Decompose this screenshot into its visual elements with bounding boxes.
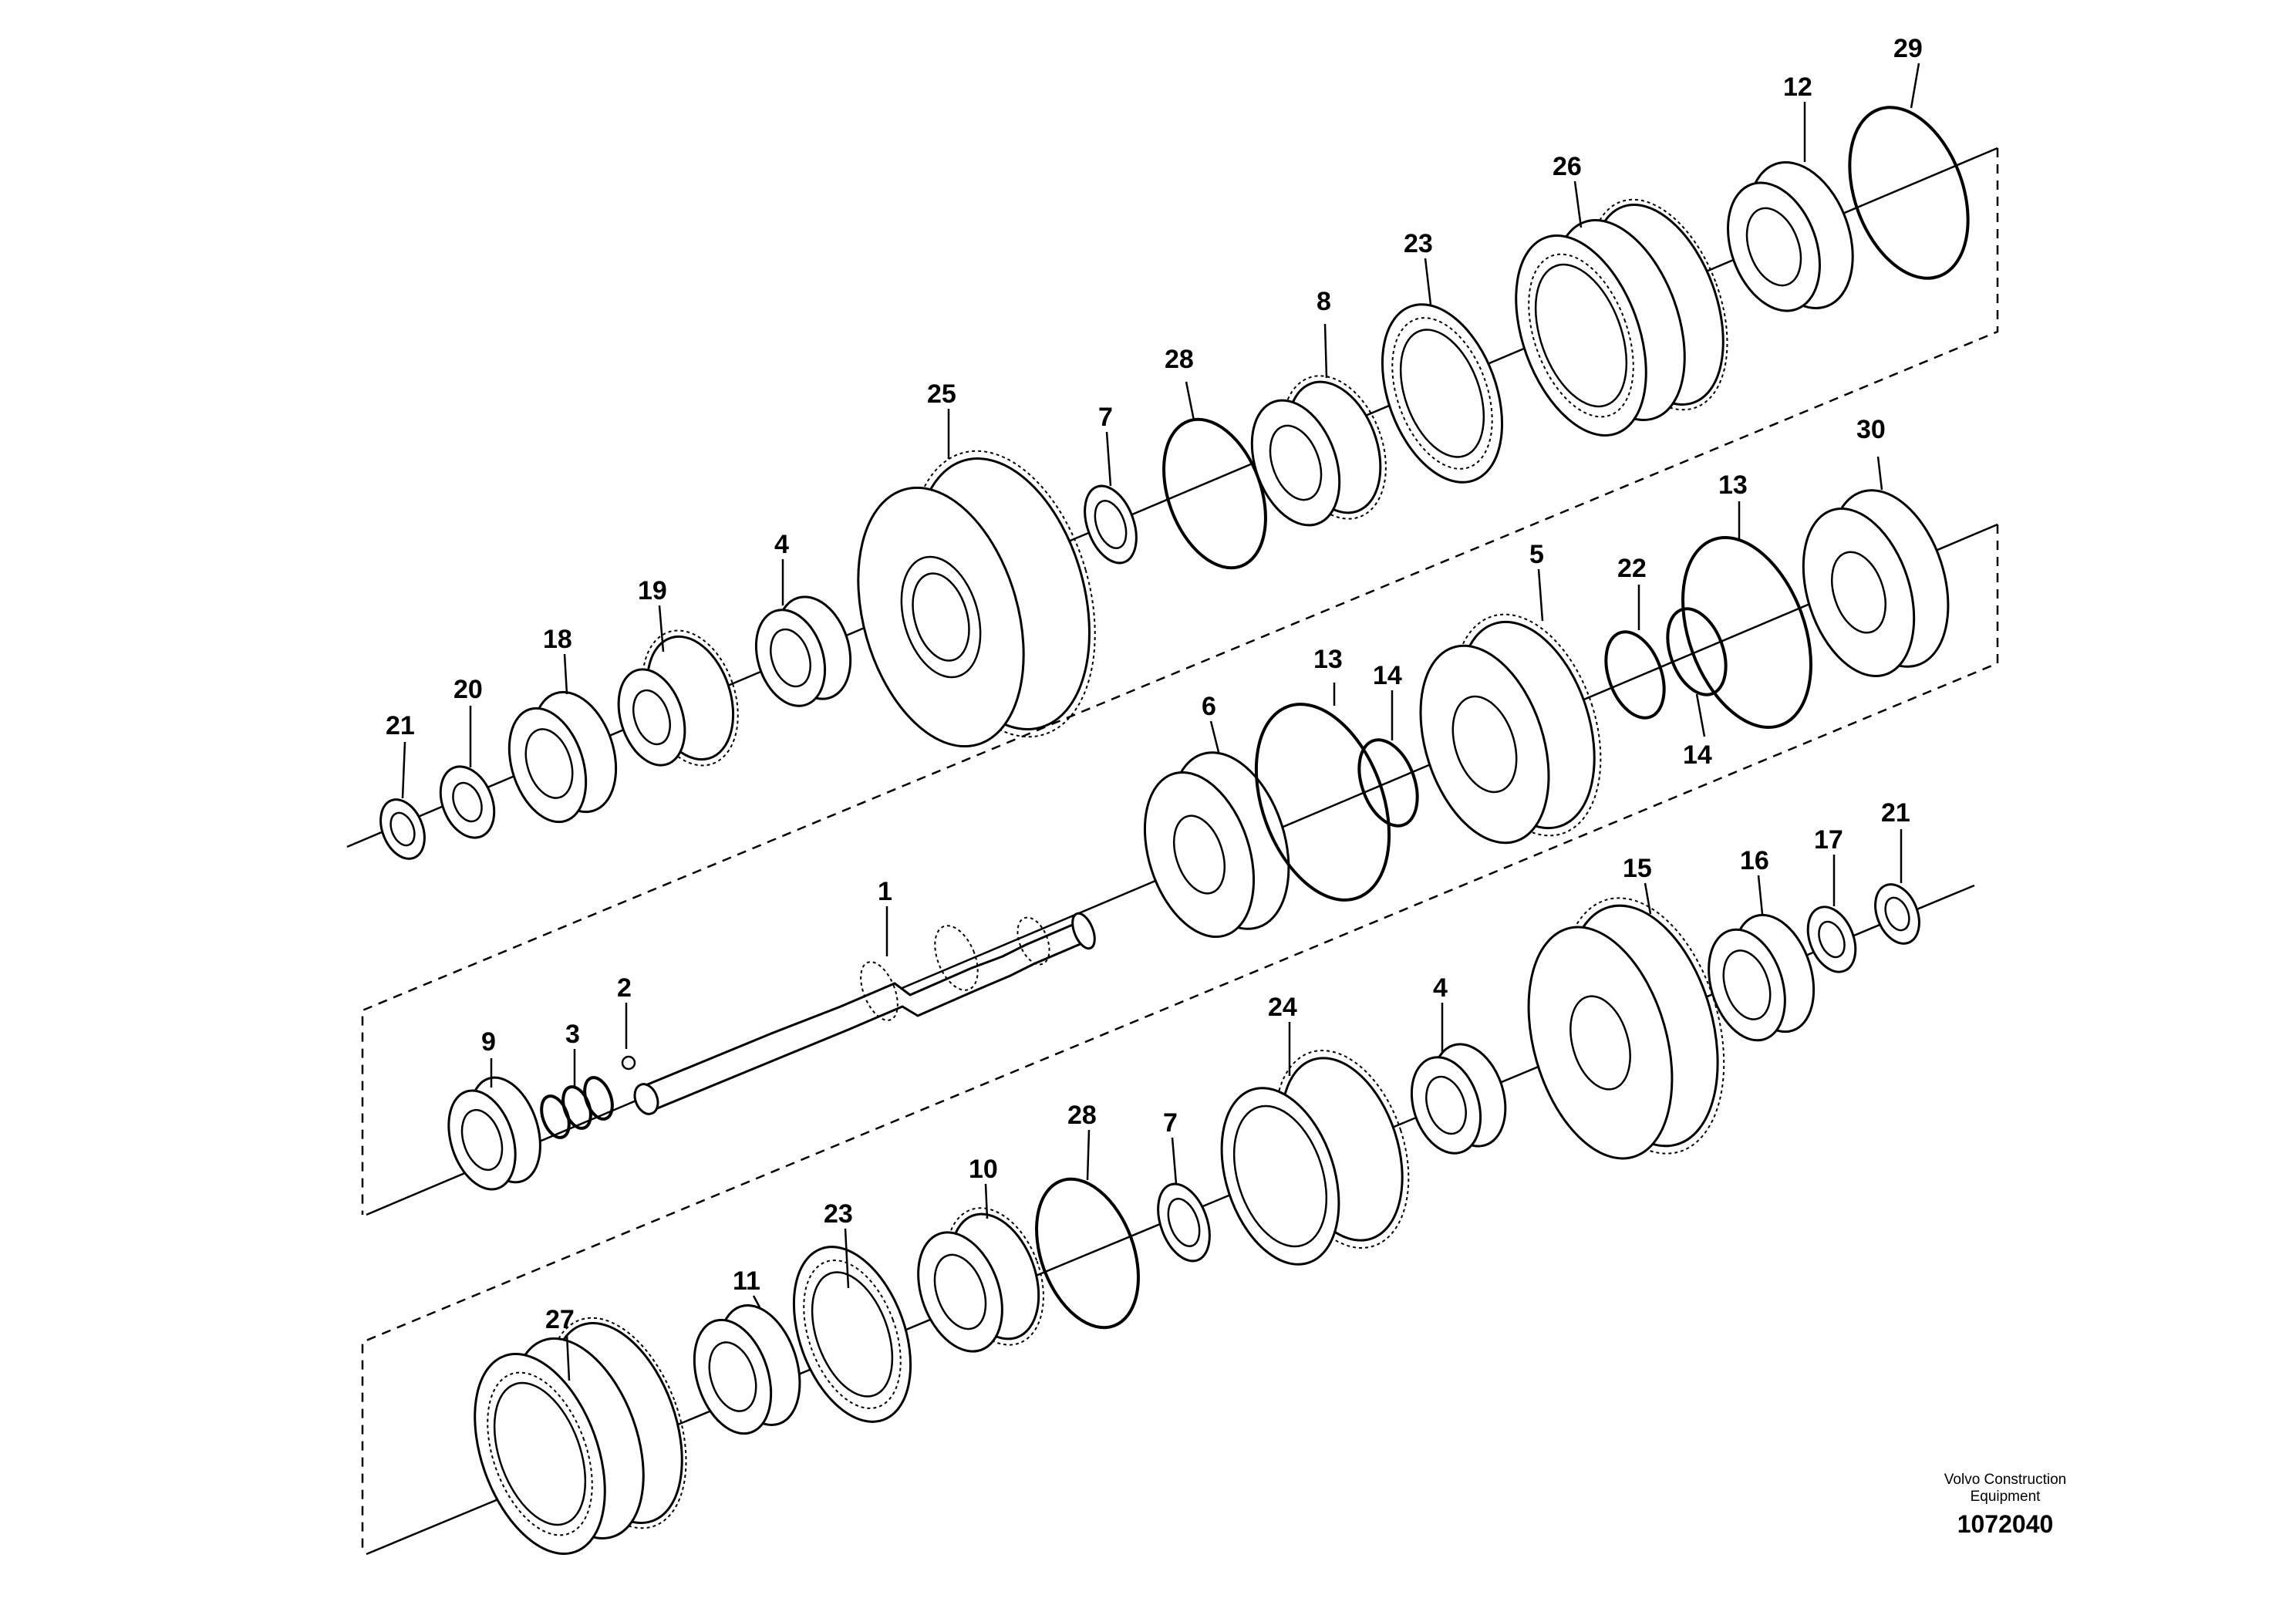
part-22-ring xyxy=(1604,630,1666,720)
callout-22: 22 xyxy=(1617,554,1647,583)
part-3-snap-rings xyxy=(540,1076,614,1139)
callout-19: 19 xyxy=(638,576,667,605)
callout-18: 18 xyxy=(543,625,572,654)
middle-row-parts xyxy=(447,489,1950,1191)
publisher-credit: Volvo Construction Equipment xyxy=(1913,1472,2098,1506)
callout-26: 26 xyxy=(1553,152,1582,181)
part-25-large-gear xyxy=(857,450,1096,748)
callout-7-upper: 7 xyxy=(1098,403,1113,432)
part-17-washer xyxy=(1806,905,1857,973)
callout-12: 12 xyxy=(1783,73,1812,102)
part-15-large-gear xyxy=(1527,897,1725,1160)
callout-14-middle: 14 xyxy=(1373,661,1402,690)
part-14-ring-right xyxy=(1666,607,1728,696)
callout-30: 30 xyxy=(1856,415,1886,444)
part-21-nut-upper xyxy=(379,798,426,860)
callout-25: 25 xyxy=(927,379,956,409)
callout-27: 27 xyxy=(545,1305,575,1334)
part-9-sleeve xyxy=(447,1076,541,1191)
credit-line-1: Volvo Construction xyxy=(1944,1472,2067,1488)
callout-10: 10 xyxy=(969,1155,998,1184)
callout-13-middle: 13 xyxy=(1313,645,1343,674)
part-16-bearing xyxy=(1708,913,1816,1042)
part-12-bearing-housing xyxy=(1727,161,1854,312)
part-5-gear xyxy=(1419,613,1602,845)
callout-2: 2 xyxy=(617,973,632,1003)
document-number: 1072040 xyxy=(1957,1510,2054,1538)
part-19-pinion xyxy=(617,629,739,767)
callout-15: 15 xyxy=(1623,854,1652,883)
part-27-disc-pack xyxy=(474,1317,687,1555)
callout-23-upper: 23 xyxy=(1404,229,1433,258)
part-13-ring-right xyxy=(1681,536,1812,729)
callout-28-lower: 28 xyxy=(1067,1101,1097,1130)
callout-6: 6 xyxy=(1202,692,1216,721)
callout-23-lower: 23 xyxy=(824,1199,853,1229)
upper-row-parts xyxy=(379,106,1970,860)
part-23-disc-upper xyxy=(1381,303,1504,484)
callout-29: 29 xyxy=(1893,34,1923,63)
credit-line-2: Equipment xyxy=(1970,1489,2041,1505)
part-7-thrust-washer-lower xyxy=(1157,1182,1211,1263)
part-29-ring xyxy=(1848,106,1970,280)
callout-1: 1 xyxy=(878,877,892,906)
callout-3: 3 xyxy=(565,1020,580,1049)
callout-20: 20 xyxy=(453,675,483,704)
part-4-bearing-upper xyxy=(754,595,852,707)
lower-row-parts xyxy=(474,883,1920,1555)
callout-labels: 29 12 26 23 8 28 25 7 4 19 18 20 21 30 1… xyxy=(386,34,1923,1334)
callout-11: 11 xyxy=(733,1266,760,1296)
part-30-bearing-carrier xyxy=(1802,489,1950,677)
callout-4-lower: 4 xyxy=(1433,973,1448,1003)
callout-24: 24 xyxy=(1268,993,1297,1022)
callout-21-upper: 21 xyxy=(386,711,415,740)
part-14-ring-middle xyxy=(1357,738,1419,828)
callout-5: 5 xyxy=(1529,540,1544,569)
part-21-nut-lower xyxy=(1874,883,1920,945)
callout-14-right: 14 xyxy=(1683,740,1712,770)
part-11-sleeve xyxy=(693,1303,801,1435)
part-4-bearing-lower xyxy=(1410,1043,1507,1155)
part-10-clutch-hub xyxy=(917,1207,1044,1353)
callout-4-upper: 4 xyxy=(774,530,789,559)
callout-9: 9 xyxy=(481,1027,496,1057)
part-28-ring-lower xyxy=(1035,1177,1140,1330)
part-2-ball xyxy=(621,1055,636,1071)
leader-lines xyxy=(401,62,1920,1381)
part-18-bearing xyxy=(507,690,618,824)
callout-8: 8 xyxy=(1317,287,1331,316)
part-8-clutch-hub xyxy=(1250,375,1387,527)
callout-17: 17 xyxy=(1814,825,1843,855)
callout-16: 16 xyxy=(1740,846,1769,875)
part-23-disc-lower xyxy=(792,1246,912,1423)
part-24-clutch-drum xyxy=(1220,1050,1410,1266)
part-26-disc-pack xyxy=(1515,198,1728,437)
callout-13-right: 13 xyxy=(1718,470,1748,500)
part-13-ring-middle xyxy=(1254,703,1391,902)
callout-21-lower: 21 xyxy=(1881,798,1910,828)
part-6-bearing-carrier xyxy=(1143,751,1290,939)
callout-7-lower: 7 xyxy=(1163,1108,1178,1138)
part-7-thrust-washer-upper xyxy=(1084,484,1138,565)
callout-28-upper: 28 xyxy=(1165,345,1194,374)
part-1-main-shaft xyxy=(633,912,1096,1115)
part-20-washer xyxy=(439,765,496,839)
